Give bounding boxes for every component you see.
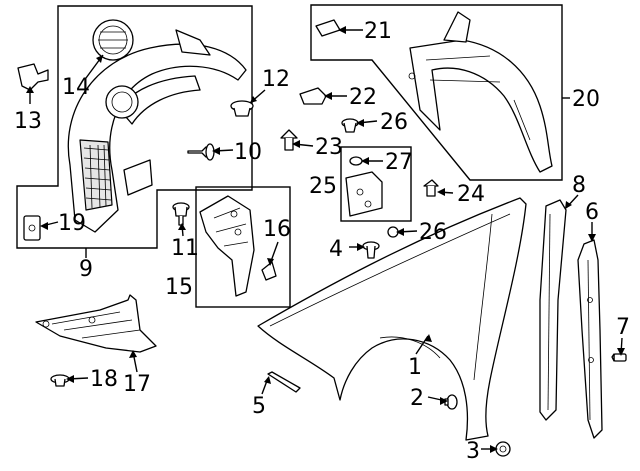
bolt-24	[423, 179, 439, 197]
nut-3	[495, 441, 511, 457]
callout-24: 24	[457, 182, 485, 207]
callout-27: 27	[385, 150, 413, 175]
seal-6	[577, 239, 603, 439]
callout-19: 19	[58, 211, 86, 236]
screw-7	[611, 353, 627, 362]
group-box-15	[195, 186, 291, 308]
callout-18: 18	[90, 367, 118, 392]
cover-plate	[92, 19, 134, 61]
screw-2	[444, 394, 458, 410]
callout-17: 17	[123, 372, 151, 397]
callout-10: 10	[234, 140, 262, 165]
callout-9: 9	[79, 257, 93, 282]
retainer-22	[299, 87, 327, 105]
callout-22: 22	[349, 85, 377, 110]
callout-26-upper: 26	[380, 110, 408, 135]
callout-16: 16	[263, 217, 291, 242]
callout-20: 20	[572, 87, 600, 112]
push-clip-13	[17, 63, 49, 91]
callout-6: 6	[585, 200, 599, 225]
clip-19	[23, 215, 41, 241]
clip-16	[261, 261, 277, 281]
callout-7: 7	[616, 315, 630, 340]
callout-1: 1	[408, 355, 422, 380]
fender-1	[257, 197, 527, 441]
group-box-25	[340, 146, 412, 222]
clip-21	[315, 19, 341, 37]
nut-27	[349, 156, 363, 166]
wheelhouse-liner-front	[67, 29, 247, 233]
callout-26-lower: 26	[419, 220, 447, 245]
bolt-23	[280, 129, 298, 151]
grommet-12	[230, 100, 254, 117]
callout-11: 11	[171, 236, 199, 261]
wheelhouse-liner-rear	[408, 11, 553, 173]
splash-shield-17	[35, 294, 157, 353]
screw-10	[187, 143, 215, 161]
callout-2: 2	[410, 386, 424, 411]
nut-26-upper	[341, 118, 359, 133]
callout-12: 12	[262, 67, 290, 92]
bracket-25	[345, 171, 383, 217]
callout-23: 23	[315, 135, 343, 160]
leader-arrowheads	[26, 26, 625, 453]
group-box-9	[16, 5, 253, 249]
bolt-11	[172, 202, 190, 226]
callout-14: 14	[62, 75, 90, 100]
callout-13: 13	[14, 109, 42, 134]
clip-5	[267, 371, 301, 393]
callout-5: 5	[252, 394, 266, 419]
callout-3: 3	[466, 439, 480, 464]
callout-8: 8	[572, 173, 586, 198]
bracket-15	[199, 195, 255, 297]
callout-15: 15	[165, 275, 193, 300]
group-box-20	[310, 4, 563, 181]
callout-4: 4	[329, 237, 343, 262]
molding-8	[539, 199, 567, 421]
rivet-18	[50, 374, 70, 387]
callout-21: 21	[364, 19, 392, 44]
callout-25: 25	[309, 174, 337, 199]
bolt-4	[362, 241, 380, 259]
